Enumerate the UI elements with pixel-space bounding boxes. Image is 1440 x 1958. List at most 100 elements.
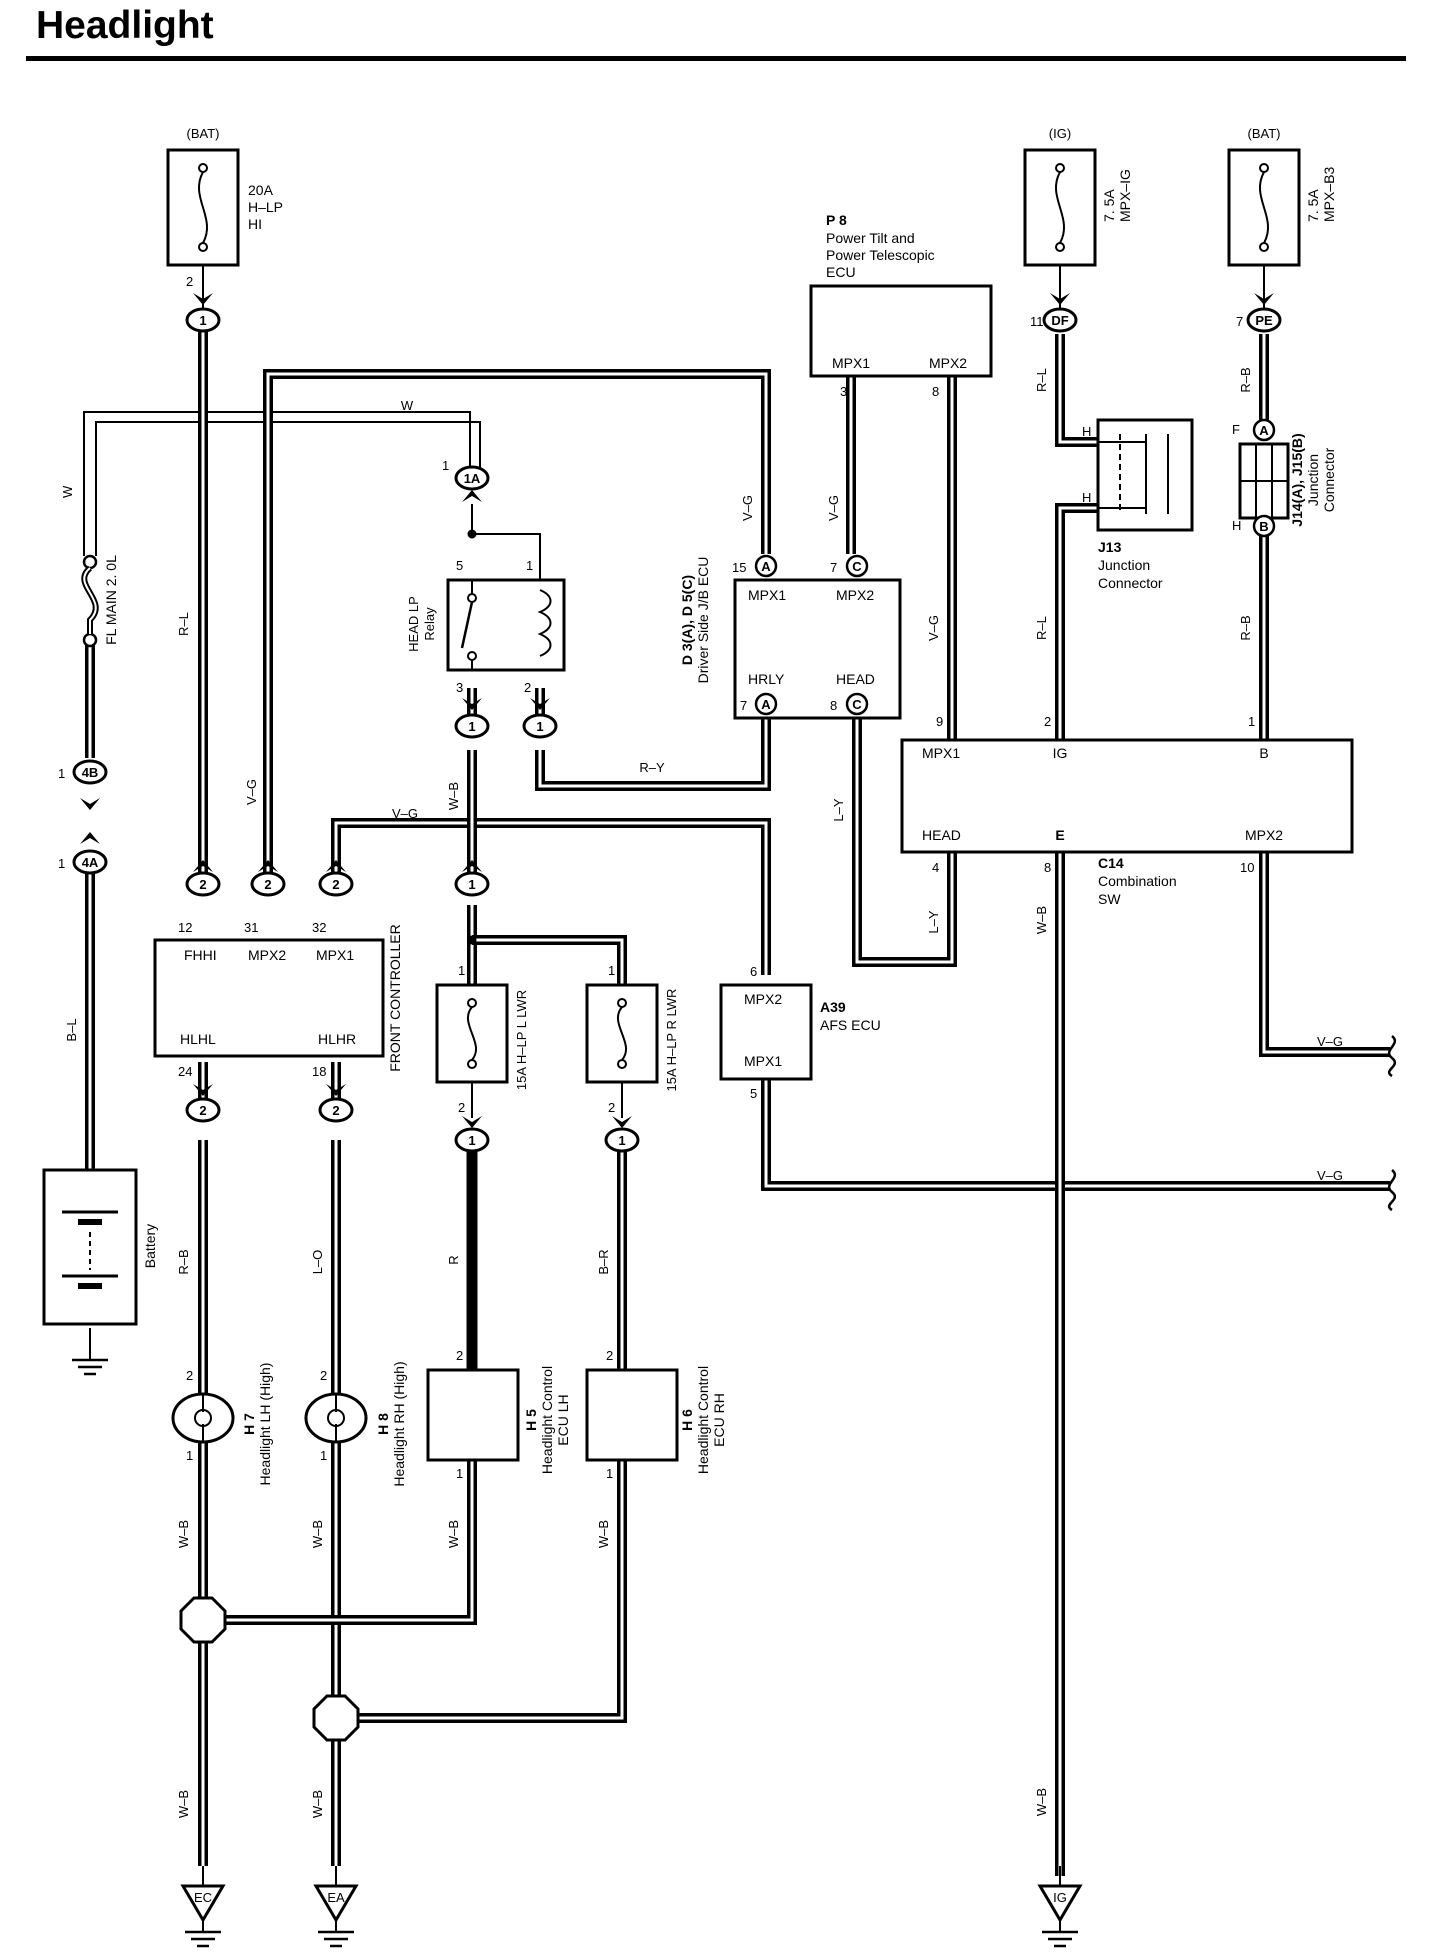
wire-v-g-c14-mpx2-core xyxy=(1262,852,1390,1054)
d3-pin-mpx1: MPX1 xyxy=(748,587,786,603)
wire-r-y-hrly xyxy=(535,718,771,791)
front-top-conn-fhhi xyxy=(185,871,221,897)
front-hlhl-conn-label: 2 xyxy=(199,1103,206,1118)
wire-label-r-y: R–Y xyxy=(639,760,665,775)
front-controller-name: FRONT CONTROLLER xyxy=(387,924,403,1072)
c14-pin-num-10: 10 xyxy=(1240,860,1254,875)
wire-r-l-j13-to-ig xyxy=(1055,503,1098,744)
h6-box xyxy=(585,1368,679,1462)
wire-w-outer xyxy=(83,411,471,556)
front-pin-num-31: 31 xyxy=(244,920,258,935)
wire-label-b-r-h6: B–R xyxy=(596,1249,611,1274)
d3-code: D 3(A), D 5(C) xyxy=(679,575,695,665)
fuse-mpx-b3-amps: 7. 5A xyxy=(1305,189,1321,222)
wire-label-r-h5: R xyxy=(446,1255,461,1264)
relay-pin-1: 1 xyxy=(526,558,533,573)
p8-name-3: ECU xyxy=(826,264,856,280)
relay-conn-3 xyxy=(454,713,490,739)
conn-mpx-b3-out xyxy=(1246,307,1282,333)
wire-label-v-g-d3: V–G xyxy=(740,495,755,521)
relay-arrow-up xyxy=(462,490,482,502)
fuse-h-lp-hi-element xyxy=(197,171,209,244)
front-hlhl-arrow xyxy=(193,1084,213,1096)
a39-pin-mpx1: MPX1 xyxy=(744,1053,782,1069)
fusible-link-core xyxy=(83,567,97,634)
fuse-mpx-b3-pin: 7 xyxy=(1236,314,1243,329)
front-hlhr-conn xyxy=(318,1097,354,1123)
h5-box xyxy=(426,1368,520,1462)
wire-label-l-y-c14: L–Y xyxy=(926,910,941,933)
wire-label-w-b-ea: W–B xyxy=(310,1790,325,1818)
relay-coil xyxy=(537,589,552,657)
fuse-h-lp-hi-line2: HI xyxy=(248,216,262,232)
wire-w-inner xyxy=(95,421,481,556)
wire-v-g-a39-mpx1-core xyxy=(764,1080,1390,1188)
wire-v-g-c14-mpx2 xyxy=(1259,852,1390,1057)
fuse-mpx-ig-arrow xyxy=(1050,293,1070,305)
wire-w-b-h6 xyxy=(336,1460,627,1723)
p8-pin-mpx2: MPX2 xyxy=(929,355,967,371)
front-top-conn-mpx1-label: 2 xyxy=(332,877,339,892)
wire-label-r-l-c14: R–L xyxy=(1034,616,1049,640)
wire-label-w-b-h6: W–B xyxy=(596,1520,611,1548)
fuse-l-lwr-pin-out: 2 xyxy=(458,1100,465,1115)
fuse-mpx-b3-source: (BAT) xyxy=(1248,126,1281,141)
relay-3-arrow xyxy=(462,698,482,710)
c14-pin-b: B xyxy=(1259,745,1268,761)
wire-relay-1-top xyxy=(472,533,541,580)
fuse-mpx-ig-source: (IG) xyxy=(1049,126,1071,141)
h8-name: Headlight RH (High) xyxy=(391,1361,407,1486)
front-hlhr-arrow xyxy=(326,1084,346,1096)
fuse-h-lp-l-lwr-label: 15A H–LP L LWR xyxy=(514,990,529,1090)
d3-conn-a-bottom xyxy=(754,692,778,716)
c14-pin-mpx2: MPX2 xyxy=(1245,827,1283,843)
relay-2-arrow xyxy=(530,698,550,710)
conn-4b-pin: 1 xyxy=(58,766,65,781)
j14-name-2: Connector xyxy=(1321,447,1337,512)
front-controller-box xyxy=(153,938,385,1058)
d3-name: Driver Side J/B ECU xyxy=(695,557,711,684)
fuse-r-lwr-arrow xyxy=(612,1116,632,1128)
relay-name-2: Relay xyxy=(422,607,437,641)
p8-pin-num-3: 3 xyxy=(840,384,847,399)
fuse-r-lwr-conn-label: 1 xyxy=(618,1133,625,1148)
relay-pin-2: 2 xyxy=(524,680,531,695)
wire-label-r-b-c14: R–B xyxy=(1238,615,1253,640)
ground-ig-label: IG xyxy=(1053,1890,1067,1905)
fuse-mpx-b3-arrow xyxy=(1254,293,1274,305)
wire-label-v-g-out-1: V–G xyxy=(1317,1034,1343,1049)
front-pin-fhhi: FHHI xyxy=(184,947,217,963)
title-underline xyxy=(26,56,1406,61)
fuse-r-lwr-pin-out: 2 xyxy=(608,1100,615,1115)
h8-code: H 8 xyxy=(375,1413,391,1435)
c14-code: C14 xyxy=(1098,855,1124,871)
front-top-arrow-fhhi xyxy=(193,860,213,872)
p8-pin-mpx1: MPX1 xyxy=(832,355,870,371)
c14-pin-mpx1: MPX1 xyxy=(922,745,960,761)
battery-label: Battery xyxy=(142,1224,158,1268)
wire-v-g-a39-mpx1 xyxy=(761,1080,1390,1191)
wire-label-w-b-ec: W–B xyxy=(176,1790,191,1818)
d3-pin-hrly: HRLY xyxy=(748,671,785,687)
d3-pin-head: HEAD xyxy=(836,671,875,687)
fuse-mpx-b3-element xyxy=(1258,171,1270,244)
c14-box xyxy=(900,738,1354,854)
wire-label-w-b-c14: W–B xyxy=(1034,906,1049,934)
wire-label-l-y-d3: L–Y xyxy=(831,798,846,821)
conn-mpx-ig-out-label: DF xyxy=(1051,313,1068,328)
fuse-mpx-ig-term-top xyxy=(1055,163,1065,173)
wire-r-l-j13-to-ig-core xyxy=(1058,506,1098,744)
conn-mpx-b3-out-label: PE xyxy=(1255,313,1273,328)
conn-h-lp-hi-out-label: 1 xyxy=(199,313,206,328)
wire-w-b-h6-core xyxy=(336,1460,624,1720)
splice-ea xyxy=(312,1694,360,1742)
h6-code: H 6 xyxy=(679,1409,695,1431)
fuse-mpx-b3-term-top xyxy=(1259,163,1269,173)
wire-r-y-hrly-core xyxy=(538,718,768,788)
h7-pin-2: 2 xyxy=(186,1368,193,1383)
fuse-h-lp-hi-term-top xyxy=(198,163,208,173)
fuse-l-lwr-conn-label: 1 xyxy=(468,1133,475,1148)
fuse-h-lp-r-lwr-label: 15A H–LP R LWR xyxy=(664,989,679,1092)
wire-label-r-l: R–L xyxy=(176,612,191,636)
